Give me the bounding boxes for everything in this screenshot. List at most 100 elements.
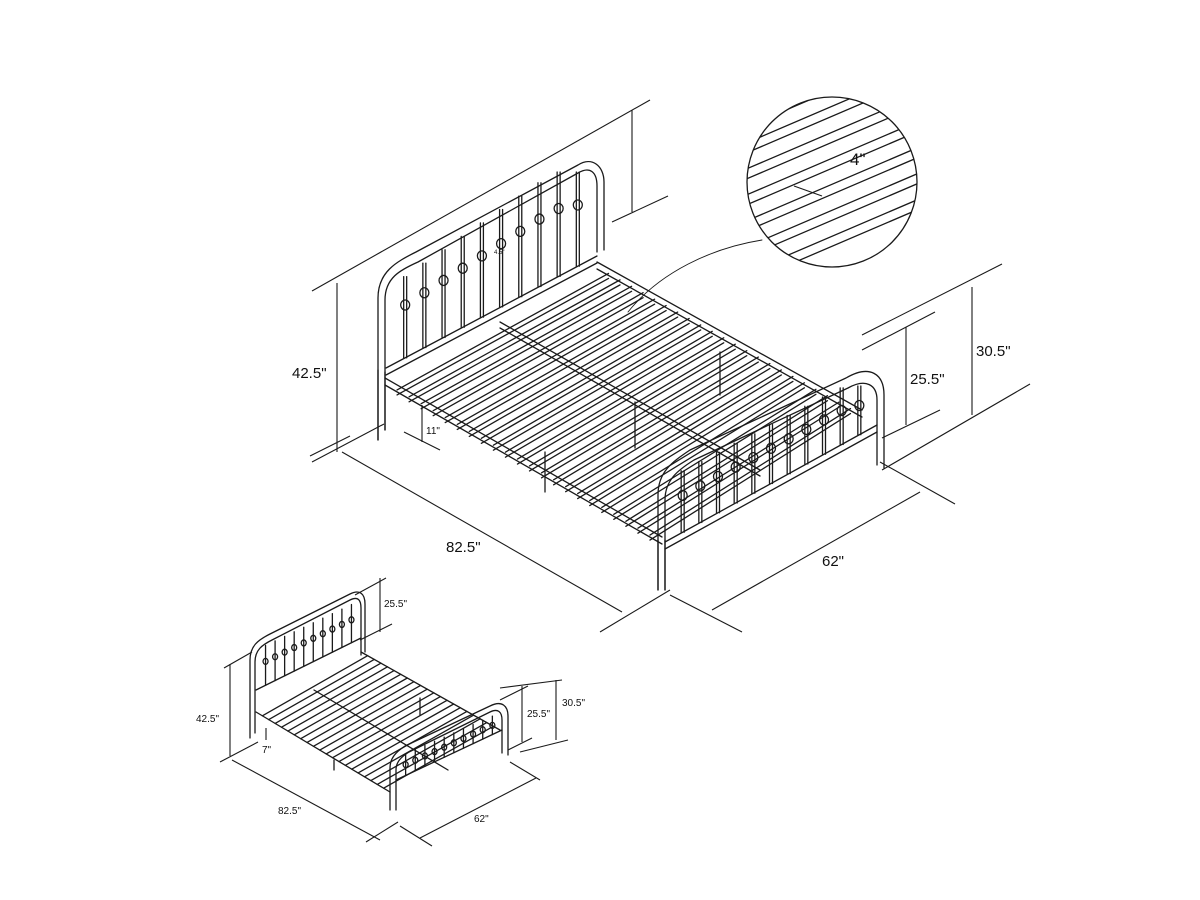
footboard-bar-knob — [765, 442, 777, 454]
headboard-bar-knob — [400, 299, 411, 311]
label-small-width: 62" — [474, 814, 489, 825]
slat-spacing-detail: 4" — [627, 0, 940, 313]
headboard-bar-knob — [534, 213, 545, 225]
detail-circle — [746, 96, 918, 268]
slat — [528, 343, 736, 467]
small-footboard-knob — [431, 747, 438, 756]
small-slat — [293, 673, 402, 736]
headboard-bar-knob — [457, 262, 468, 274]
slat — [480, 317, 690, 439]
small-headboard-knob — [281, 648, 288, 656]
headboard-bar-knob — [495, 237, 507, 250]
slat — [456, 304, 667, 426]
slat — [420, 285, 633, 405]
headboard-bar-knob — [419, 287, 430, 299]
slat — [516, 337, 725, 460]
left-side-rail — [384, 377, 663, 538]
slat — [613, 388, 817, 515]
headboard-bar-knob — [476, 250, 488, 262]
small-headboard-knob — [348, 616, 355, 624]
center-support-rail — [499, 321, 761, 471]
label-main-clearance: 11" — [426, 426, 440, 437]
label-main-height-footboard: 25.5" — [910, 371, 945, 388]
slat — [504, 330, 713, 453]
main-footboard — [657, 370, 885, 591]
small-headboard-knob — [291, 643, 298, 652]
small-slats — [261, 655, 495, 789]
small-slat — [344, 703, 455, 766]
footboard-bar-knob — [730, 461, 741, 473]
label-small-height-footboard-total: 30.5" — [562, 698, 585, 709]
small-footboard-knob — [412, 756, 419, 764]
footboard-bars — [677, 385, 865, 533]
small-footboard-bars — [402, 715, 496, 777]
detail-slat — [730, 0, 940, 20]
small-slat — [300, 677, 408, 740]
small-slat — [312, 684, 422, 747]
slat — [625, 395, 829, 522]
main-bed-drawing — [377, 160, 885, 591]
detail-slat — [747, 97, 917, 125]
detail-slat — [747, 111, 917, 203]
headboard-bar-knob — [515, 225, 526, 237]
footboard-bar-knob — [818, 414, 830, 426]
slat — [637, 401, 840, 529]
footboard-bar-knob — [677, 489, 688, 502]
headboard-bar-knob — [553, 202, 564, 215]
label-main-height-footboard-total: 30.5" — [976, 343, 1011, 360]
detail-slat — [730, 0, 940, 72]
label-detail-slat-spacing: 4" — [850, 150, 866, 169]
small-slat — [331, 695, 442, 759]
slat — [552, 356, 759, 481]
label-small-length: 82.5" — [278, 806, 301, 817]
small-headboard-knob — [262, 657, 269, 666]
label-main-slat-gap: 4.5" — [494, 250, 504, 256]
small-slat — [274, 662, 382, 725]
label-main-width: 62" — [822, 553, 844, 570]
slat — [444, 298, 656, 419]
main-dimensions: 42.5" 11" 4.5" 82.5" 62" 25.5" 30.5" — [292, 99, 1031, 633]
right-side-rail — [596, 261, 863, 411]
slat — [432, 292, 644, 412]
headboard-bar-knob — [572, 199, 583, 211]
small-slat — [261, 655, 369, 717]
small-headboard-knob — [271, 653, 279, 661]
small-footboard-knob — [460, 734, 467, 743]
main-headboard — [377, 160, 605, 441]
small-slat — [363, 714, 475, 778]
small-footboard-knob — [441, 743, 448, 751]
label-main-length: 82.5" — [446, 539, 481, 556]
small-dimensions: 25.5" 42.5" 7" 82.5" 62" 25.5" 30.5" — [196, 577, 585, 847]
small-headboard-knob — [329, 625, 336, 633]
small-slat — [268, 658, 375, 721]
label-small-height-headboard: 42.5" — [196, 714, 219, 725]
slat — [649, 407, 852, 536]
small-slat — [306, 681, 415, 744]
label-small-height-footboard: 25.5" — [527, 709, 550, 720]
slats — [396, 272, 852, 541]
small-footboard-knob — [479, 726, 486, 734]
small-headboard-knob — [310, 634, 317, 642]
footboard-bar-knob — [854, 399, 865, 412]
small-footboard-knob — [450, 739, 457, 747]
label-small-height-headboard-top: 25.5" — [384, 599, 407, 610]
slat — [577, 369, 782, 495]
detail-slat — [747, 97, 917, 177]
small-footboard-knob — [489, 721, 496, 730]
detail-slat — [747, 97, 917, 151]
small-footboard-knob — [402, 760, 409, 769]
small-slat — [351, 707, 461, 770]
small-footboard-knob — [469, 730, 477, 738]
small-bed-drawing — [249, 591, 509, 811]
small-slat — [338, 699, 448, 763]
small-headboard-knob — [300, 639, 307, 647]
footboard-bar-knob — [695, 480, 706, 492]
detail-slat — [747, 97, 917, 99]
headboard-bars — [400, 171, 583, 359]
small-slat — [325, 692, 435, 755]
label-small-clearance: 7" — [262, 745, 272, 756]
slat — [589, 375, 794, 502]
small-headboard-knob — [338, 620, 346, 629]
slat — [565, 362, 771, 488]
